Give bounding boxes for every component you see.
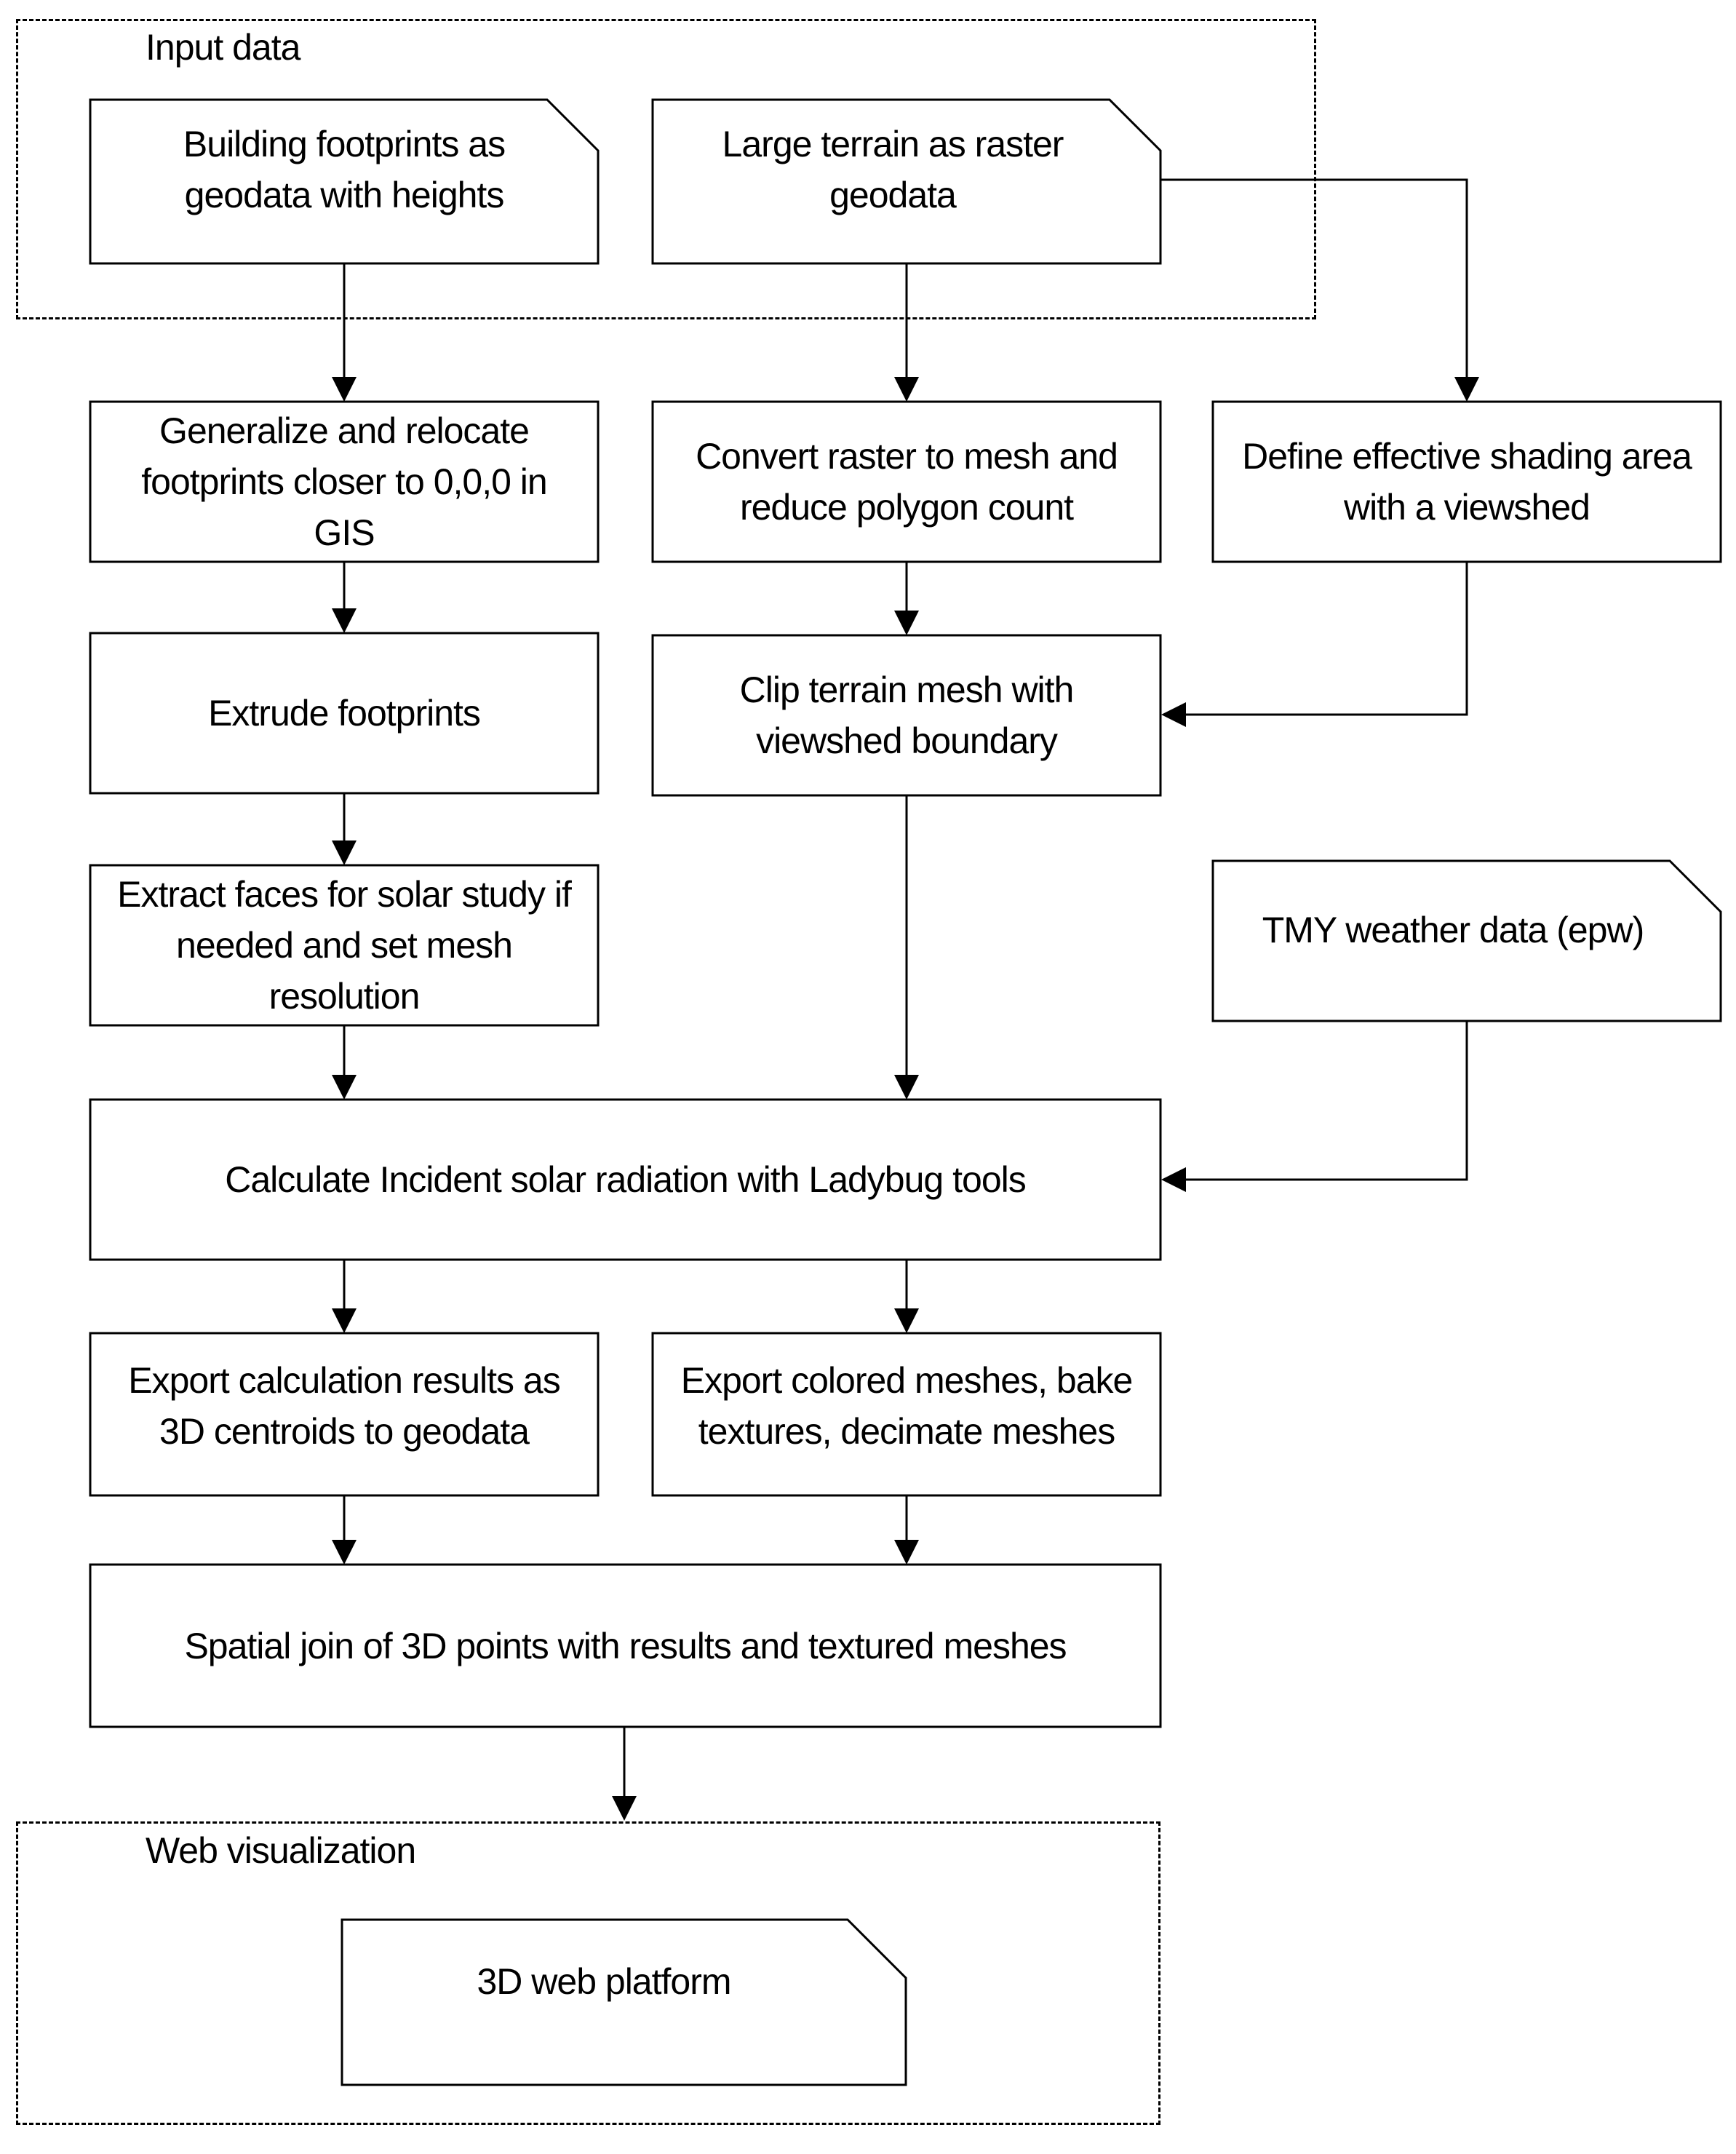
node-convert: Convert raster to mesh and reduce polygo… bbox=[653, 402, 1160, 562]
node-shape-calculate bbox=[89, 1098, 1162, 1261]
node-footprints-label: Building footprints as geodata with heig… bbox=[183, 124, 506, 215]
node-spatial-join-label: Spatial join of 3D points with results a… bbox=[184, 1625, 1067, 1666]
node-shape-generalize bbox=[89, 400, 600, 563]
arrowhead-convert bbox=[894, 377, 919, 402]
edge-tmy-calculate bbox=[1184, 1021, 1468, 1181]
node-export-results-label: Export calculation results as 3D centroi… bbox=[128, 1360, 561, 1452]
node-extract-label: Extract faces for solar study if needed … bbox=[117, 874, 572, 1017]
node-export-meshes-label: Export colored meshes, bake textures, de… bbox=[680, 1360, 1134, 1452]
arrowhead-extract bbox=[332, 840, 357, 865]
node-extrude: Extrude footprints bbox=[90, 633, 598, 793]
node-clip: Clip terrain mesh with viewshed boundary bbox=[653, 635, 1160, 795]
node-shape-extrude bbox=[89, 632, 600, 795]
node-terrain-label: Large terrain as raster geodata bbox=[722, 124, 1064, 215]
node-export-meshes: Export colored meshes, bake textures, de… bbox=[653, 1333, 1160, 1495]
node-shape-footprints bbox=[89, 98, 600, 265]
node-platform: 3D web platform bbox=[342, 1920, 866, 2085]
arrowhead-export-results bbox=[332, 1308, 357, 1333]
node-convert-label: Convert raster to mesh and reduce polygo… bbox=[696, 436, 1118, 528]
node-calculate-label: Calculate Incident solar radiation with … bbox=[225, 1159, 1026, 1200]
node-spatial-join: Spatial join of 3D points with results a… bbox=[90, 1565, 1160, 1727]
node-tmy: TMY weather data (epw) bbox=[1213, 861, 1693, 1021]
node-extrude-label: Extrude footprints bbox=[208, 693, 481, 734]
node-generalize: Generalize and relocate footprints close… bbox=[90, 402, 598, 562]
arrowhead-spatial-join-left bbox=[332, 1540, 357, 1565]
node-define: Define effective shading area with a vie… bbox=[1213, 402, 1721, 562]
node-extract: Extract faces for solar study if needed … bbox=[90, 865, 598, 1025]
arrowhead-extrude bbox=[332, 608, 357, 633]
input-data-label: Input data bbox=[146, 27, 300, 68]
node-shape-define bbox=[1211, 400, 1722, 563]
arrowhead-spatial-join-right bbox=[894, 1540, 919, 1565]
arrowhead-define bbox=[1454, 377, 1479, 402]
edge-define-clip bbox=[1184, 562, 1468, 716]
web-visualization-group bbox=[16, 1821, 1160, 2125]
node-platform-label: 3D web platform bbox=[477, 1961, 731, 2002]
web-visualization-label: Web visualization bbox=[146, 1830, 416, 1871]
input-data-group bbox=[16, 19, 1316, 319]
node-tmy-label: TMY weather data (epw) bbox=[1262, 910, 1645, 950]
node-shape-platform bbox=[341, 1918, 907, 2086]
node-shape-terrain bbox=[651, 98, 1162, 265]
node-shape-export-results bbox=[89, 1332, 600, 1497]
node-shape-extract bbox=[89, 864, 600, 1027]
arrowhead-platform bbox=[612, 1796, 637, 1821]
arrowhead-export-meshes bbox=[894, 1308, 919, 1333]
arrowhead-clip-from-define bbox=[1161, 702, 1186, 727]
edge-terrain-define bbox=[1160, 178, 1468, 378]
node-terrain: Large terrain as raster geodata bbox=[653, 100, 1133, 263]
arrowhead-calculate-from-tmy bbox=[1161, 1167, 1186, 1192]
node-generalize-label: Generalize and relocate footprints close… bbox=[141, 410, 547, 553]
node-shape-tmy bbox=[1211, 859, 1722, 1022]
node-shape-spatial-join bbox=[89, 1563, 1162, 1728]
node-clip-label: Clip terrain mesh with viewshed boundary bbox=[739, 669, 1075, 761]
node-calculate: Calculate Incident solar radiation with … bbox=[90, 1100, 1160, 1260]
node-define-label: Define effective shading area with a vie… bbox=[1242, 436, 1692, 528]
arrowhead-calculate-from-clip bbox=[894, 1075, 919, 1100]
node-shape-clip bbox=[651, 634, 1162, 797]
arrowhead-clip-from-convert bbox=[894, 611, 919, 635]
arrowhead-calculate-from-extract bbox=[332, 1075, 357, 1100]
arrowhead-generalize bbox=[332, 377, 357, 402]
node-footprints: Building footprints as geodata with heig… bbox=[90, 100, 598, 263]
node-export-results: Export calculation results as 3D centroi… bbox=[90, 1333, 598, 1495]
